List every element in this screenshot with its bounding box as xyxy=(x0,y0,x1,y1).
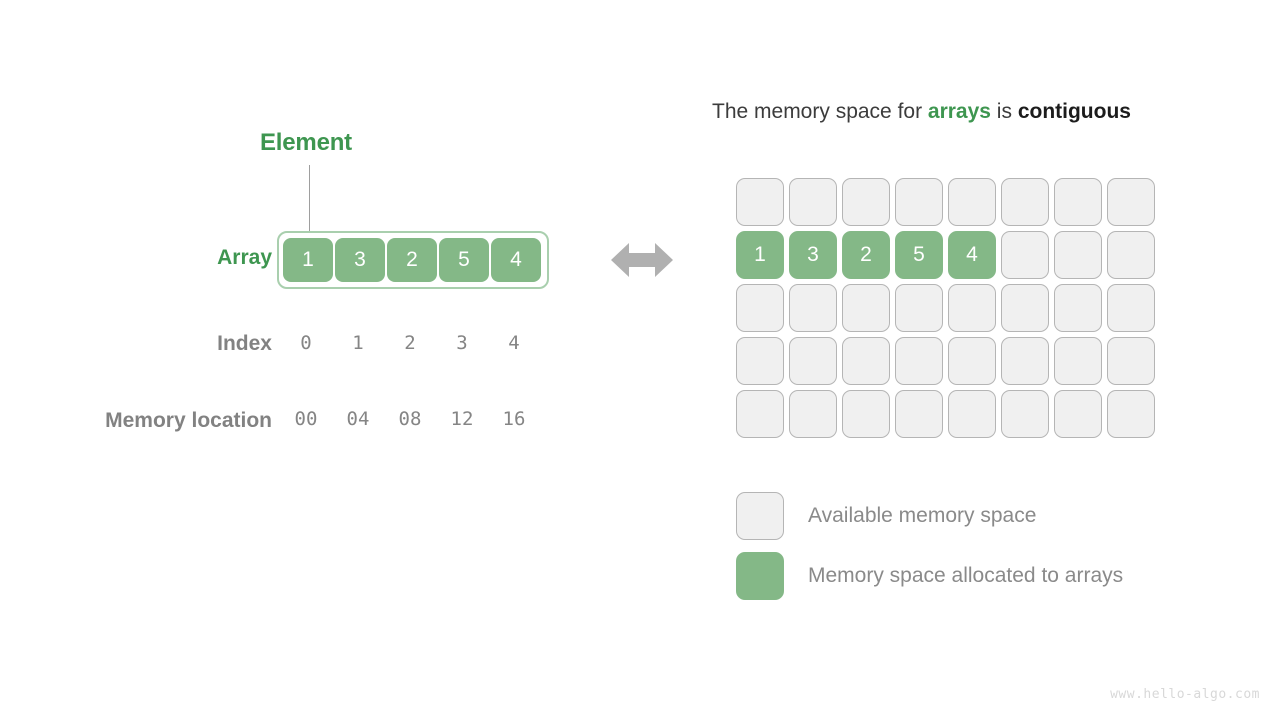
memory-cell-available-r4-c1 xyxy=(789,390,837,438)
memory-cell-available-r1-c6 xyxy=(1054,231,1102,279)
memory-cell-available-r2-c1 xyxy=(789,284,837,332)
array-cell-4: 4 xyxy=(491,238,541,282)
memory-cell-available-r0-c4 xyxy=(948,178,996,226)
memory-cell-available-r1-c5 xyxy=(1001,231,1049,279)
legend-row-1: Memory space allocated to arrays xyxy=(736,552,1123,600)
array-row-label: Array xyxy=(217,246,272,269)
memory-cell-available-r4-c2 xyxy=(842,390,890,438)
memory-cell-available-r0-c6 xyxy=(1054,178,1102,226)
memory-cell-available-r3-c2 xyxy=(842,337,890,385)
memory-cell-available-r3-c1 xyxy=(789,337,837,385)
legend-label-1: Memory space allocated to arrays xyxy=(808,564,1124,587)
memory-cell-available-r1-c7 xyxy=(1107,231,1155,279)
memory-location-value-4: 16 xyxy=(502,408,526,430)
memory-cell-available-r4-c5 xyxy=(1001,390,1049,438)
memory-title-arrays-highlight: arrays xyxy=(927,100,991,123)
memory-location-value-1: 04 xyxy=(346,408,370,430)
memory-cell-allocated-r1-c4: 4 xyxy=(948,231,996,279)
memory-cell-available-r2-c6 xyxy=(1054,284,1102,332)
watermark: www.hello-algo.com xyxy=(1110,687,1260,702)
memory-cell-available-r0-c7 xyxy=(1107,178,1155,226)
memory-cell-available-r2-c5 xyxy=(1001,284,1049,332)
array-cell-0: 1 xyxy=(283,238,333,282)
memory-cell-available-r2-c0 xyxy=(736,284,784,332)
memory-cell-allocated-r1-c2: 2 xyxy=(842,231,890,279)
memory-cell-allocated-r1-c3: 5 xyxy=(895,231,943,279)
memory-cell-available-r4-c6 xyxy=(1054,390,1102,438)
memory-cell-available-r2-c4 xyxy=(948,284,996,332)
memory-location-row-label: Memory location xyxy=(105,409,272,432)
memory-space-panel: The memory space for arrays is contiguou… xyxy=(700,0,1280,720)
index-value-4: 4 xyxy=(508,332,520,354)
index-row-label: Index xyxy=(217,332,272,355)
legend-swatch-empty xyxy=(736,492,784,540)
legend-row-0: Available memory space xyxy=(736,492,1123,540)
memory-cell-available-r0-c0 xyxy=(736,178,784,226)
memory-cell-available-r4-c7 xyxy=(1107,390,1155,438)
memory-title-contiguous-highlight: contiguous xyxy=(1017,100,1131,123)
memory-cell-available-r0-c1 xyxy=(789,178,837,226)
memory-location-value-row: 00 04 08 12 16 xyxy=(277,408,549,430)
memory-cell-allocated-r1-c0: 1 xyxy=(736,231,784,279)
element-callout-label: Element xyxy=(260,129,352,156)
index-value-0: 0 xyxy=(300,332,312,354)
memory-cell-available-r4-c0 xyxy=(736,390,784,438)
legend-label-0: Available memory space xyxy=(808,504,1037,527)
index-value-2: 2 xyxy=(404,332,416,354)
memory-cell-available-r0-c5 xyxy=(1001,178,1049,226)
memory-cell-available-r3-c0 xyxy=(736,337,784,385)
index-value-1: 1 xyxy=(352,332,364,354)
memory-cell-available-r3-c3 xyxy=(895,337,943,385)
bidirectional-arrow-icon xyxy=(611,243,673,277)
array-cell-3: 5 xyxy=(439,238,489,282)
element-callout-connector-line xyxy=(309,165,310,239)
memory-cell-available-r3-c5 xyxy=(1001,337,1049,385)
memory-title: The memory space for arrays is contiguou… xyxy=(712,100,1131,124)
memory-cell-available-r2-c7 xyxy=(1107,284,1155,332)
memory-cell-available-r0-c3 xyxy=(895,178,943,226)
memory-title-part1: The memory space for xyxy=(712,100,928,123)
legend-swatch-filled xyxy=(736,552,784,600)
memory-cell-available-r3-c4 xyxy=(948,337,996,385)
memory-cell-available-r3-c7 xyxy=(1107,337,1155,385)
memory-cell-available-r3-c6 xyxy=(1054,337,1102,385)
memory-cell-available-r4-c3 xyxy=(895,390,943,438)
array-cell-2: 2 xyxy=(387,238,437,282)
index-value-3: 3 xyxy=(456,332,468,354)
memory-cell-available-r2-c3 xyxy=(895,284,943,332)
memory-cell-available-r4-c4 xyxy=(948,390,996,438)
index-value-row: 0 1 2 3 4 xyxy=(277,332,549,354)
memory-cell-allocated-r1-c1: 3 xyxy=(789,231,837,279)
memory-location-value-0: 00 xyxy=(294,408,318,430)
memory-title-part2: is xyxy=(990,100,1018,123)
array-cell-1: 3 xyxy=(335,238,385,282)
memory-location-value-2: 08 xyxy=(398,408,422,430)
memory-cell-available-r2-c2 xyxy=(842,284,890,332)
memory-cell-available-r0-c2 xyxy=(842,178,890,226)
memory-location-value-3: 12 xyxy=(450,408,474,430)
